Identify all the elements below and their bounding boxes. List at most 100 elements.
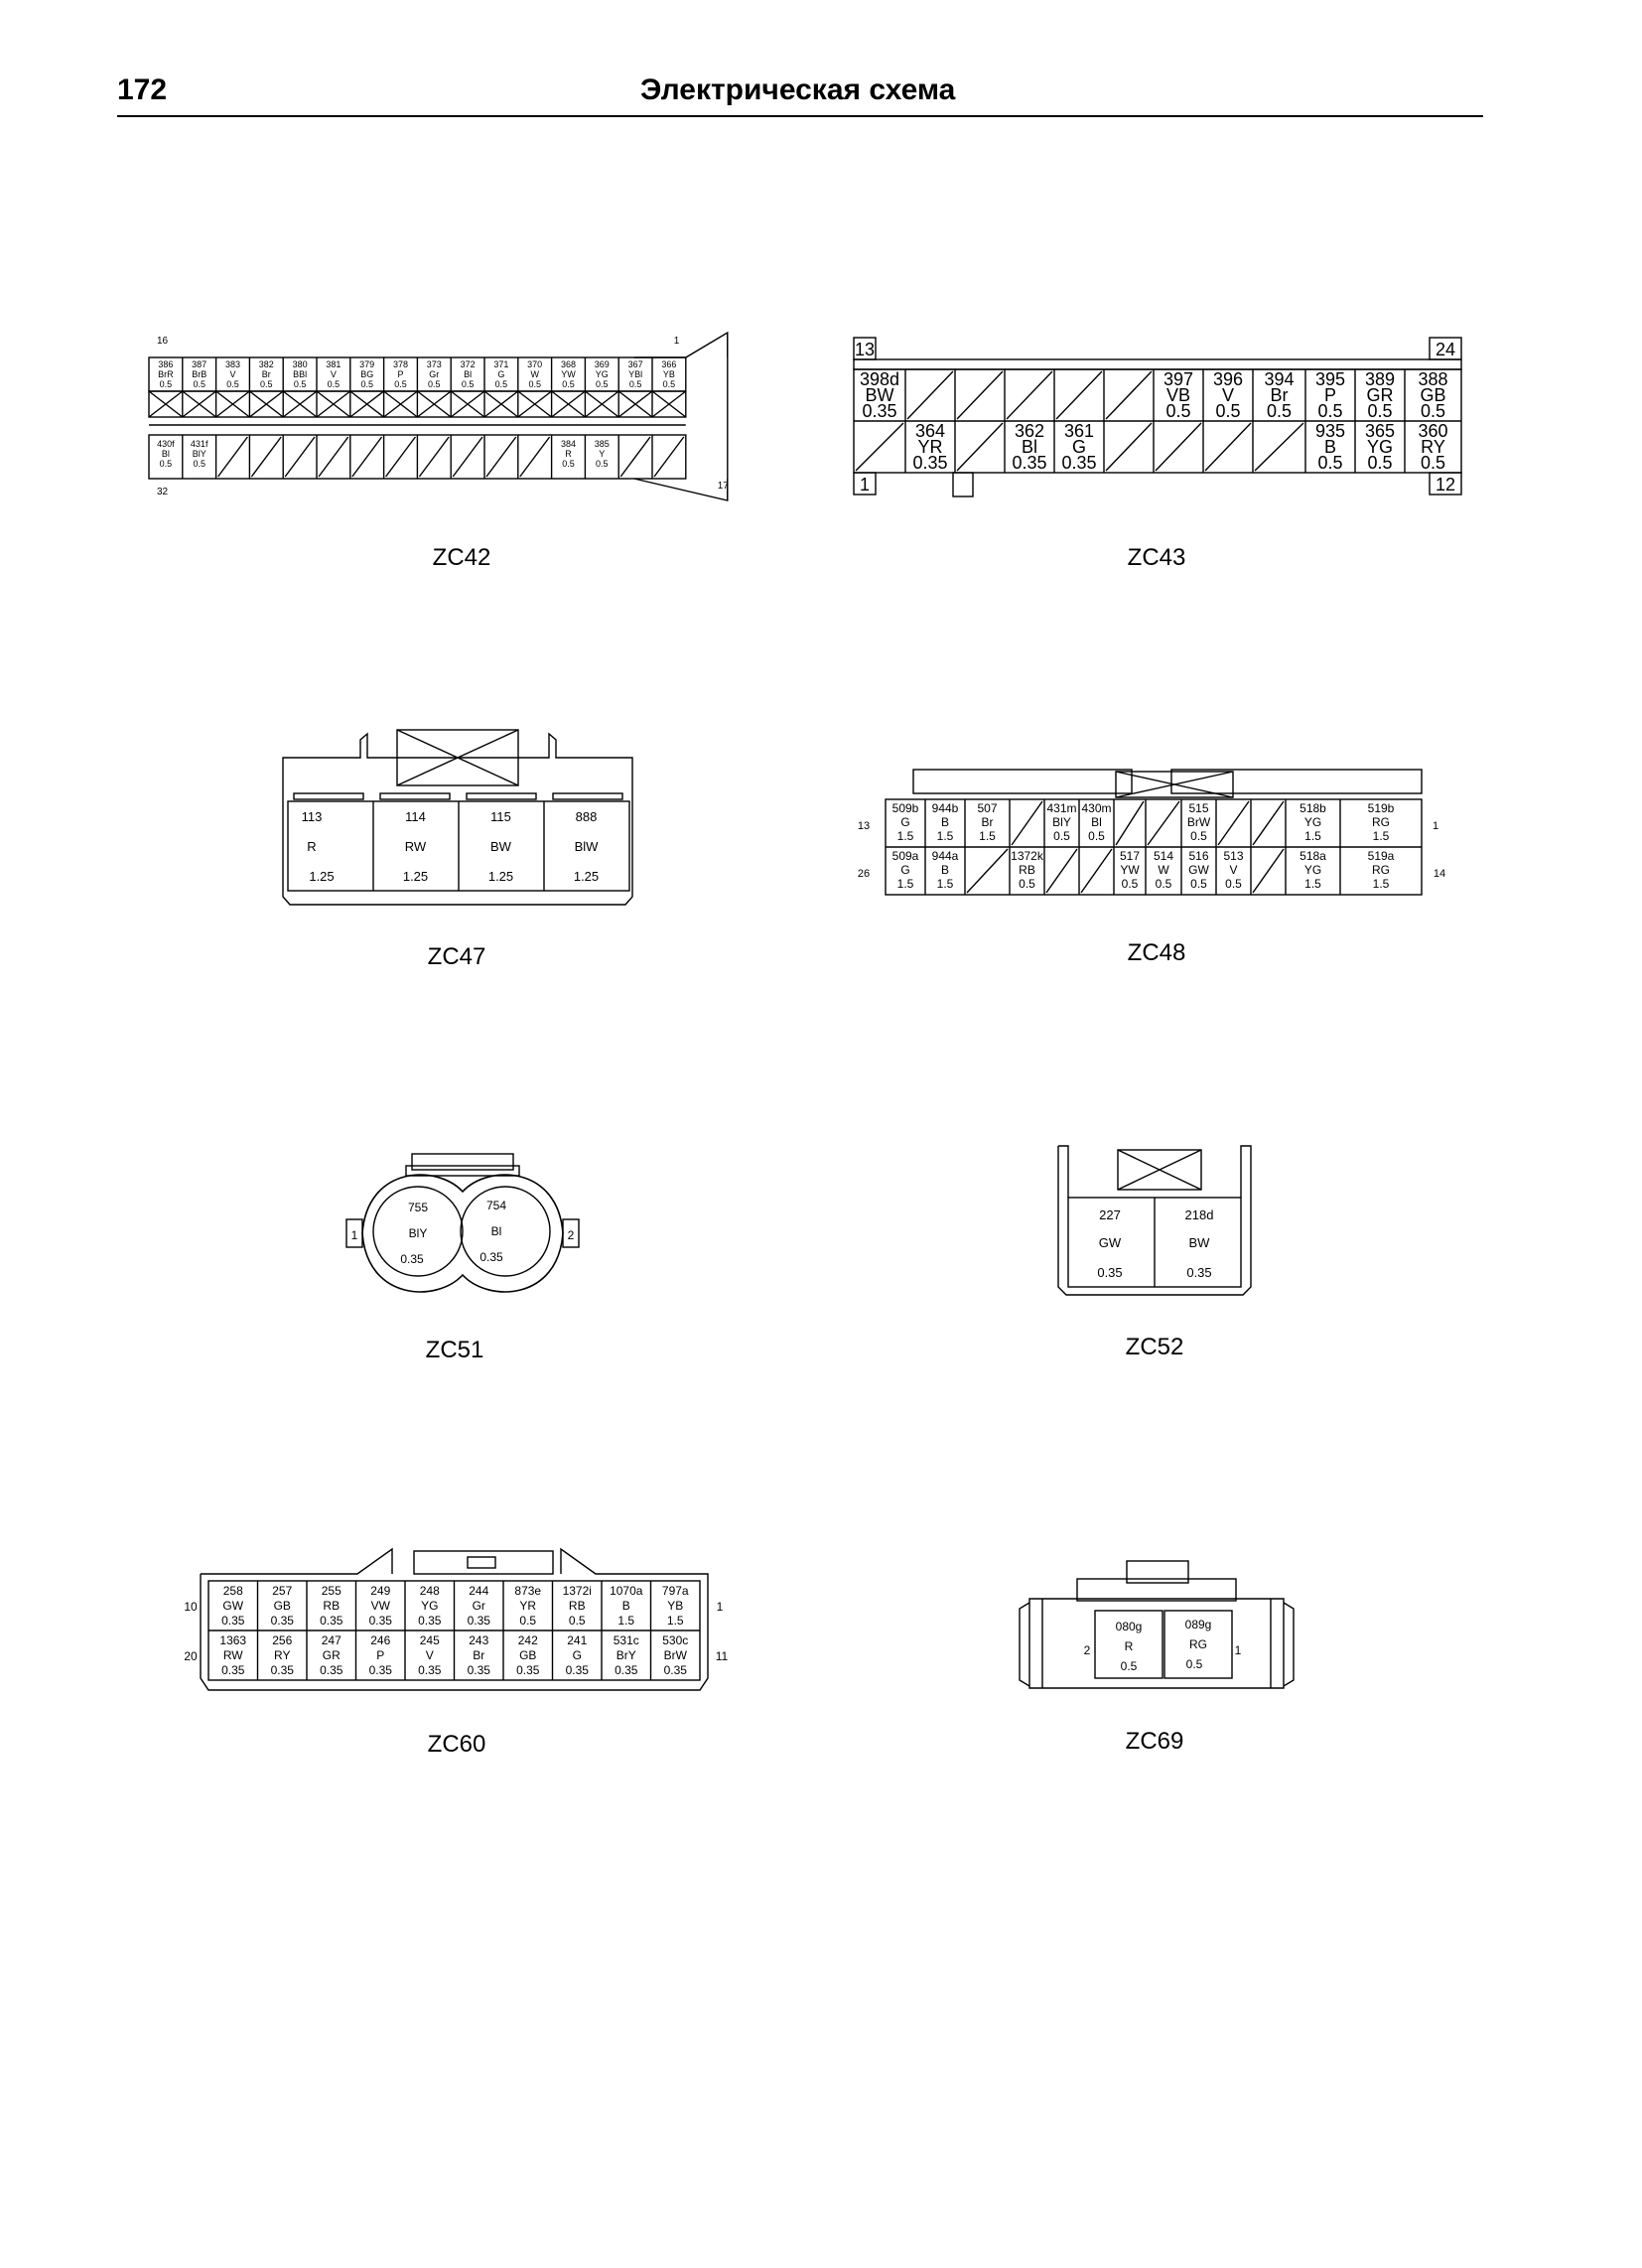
page-title: Электрическая схема [640, 73, 956, 106]
wire-number: 360 [1418, 421, 1447, 441]
wire-number: 382 [259, 359, 274, 369]
wire-color: Bl [162, 449, 170, 459]
empty-cavity-mark [1155, 422, 1202, 472]
wire-number: 755 [408, 1201, 428, 1214]
wire-color: P [397, 369, 403, 379]
housing-outline [200, 1547, 709, 1691]
wire-color: G [573, 1648, 582, 1662]
latch-base [1076, 1578, 1237, 1602]
wire-number: 115 [490, 809, 511, 824]
wire-gauge: 0.5 [1053, 829, 1070, 843]
wire-color: GB [274, 1599, 291, 1613]
wire-color: B [941, 815, 949, 829]
wire-color: Bl [1091, 815, 1102, 829]
wire-number: 378 [393, 359, 408, 369]
wire-gauge: 1.5 [1373, 829, 1390, 843]
wire-gauge: 1.5 [1304, 877, 1321, 891]
empty-cavity-mark [1254, 422, 1304, 472]
housing-outline [1057, 1145, 1252, 1296]
pin-number-label: 13 [858, 820, 870, 832]
latch-housing [413, 1550, 554, 1575]
wire-gauge: 0.5 [160, 459, 173, 469]
wire-number: 1070a [610, 1584, 643, 1598]
keying-cross-line [282, 390, 318, 418]
wire-gauge: 0.5 [596, 459, 609, 469]
empty-cavity-mark [284, 436, 316, 478]
wire-number: 248 [420, 1584, 440, 1598]
wire-color: YW [561, 369, 576, 379]
wire-gauge: 0.35 [1186, 1265, 1211, 1280]
wire-color: RY [1421, 437, 1445, 457]
wire-color: W [1158, 863, 1169, 877]
wire-color: Br [982, 815, 994, 829]
wire-number: 365 [1365, 421, 1395, 441]
wire-gauge: 0.5 [1121, 1659, 1138, 1673]
wire-gauge: 0.5 [528, 379, 541, 389]
wire-gauge: 0.5 [1267, 401, 1292, 421]
wire-gauge: 0.5 [1019, 877, 1035, 891]
wire-number: 367 [628, 359, 643, 369]
top-band [853, 358, 1462, 370]
wire-gauge: 0.35 [1061, 453, 1096, 473]
pin-number-label: 24 [1436, 340, 1455, 359]
wire-gauge: 1.5 [617, 1614, 634, 1628]
wire-color: R [1125, 1639, 1134, 1653]
wire-color: BBl [293, 369, 307, 379]
wire-color: Y [599, 449, 605, 459]
wire-color: YB [663, 369, 675, 379]
locking-tab [952, 472, 974, 497]
connector-zc42-caption: ZC42 [432, 544, 491, 571]
wire-color: Br [473, 1648, 484, 1662]
wire-number: 517 [1120, 849, 1140, 863]
wire-gauge: 0.5 [1317, 453, 1342, 473]
wire-gauge: 0.5 [1421, 453, 1445, 473]
connector-zc43-caption: ZC43 [1127, 544, 1186, 571]
connector-zc51-caption: ZC51 [425, 1337, 484, 1363]
wire-gauge: 0.35 [418, 1663, 442, 1677]
wire-number: 395 [1315, 369, 1345, 389]
empty-cavity-mark [318, 436, 349, 478]
wire-color: G [900, 815, 909, 829]
wire-color: BW [490, 839, 512, 854]
wire-color: G [497, 369, 504, 379]
empty-cavity-mark [1055, 370, 1103, 420]
wire-gauge: 0.5 [1165, 401, 1190, 421]
wire-color: P [1324, 385, 1336, 405]
wire-number: 246 [370, 1633, 390, 1647]
wire-gauge: 1.5 [1373, 877, 1390, 891]
housing-outline [361, 1174, 564, 1293]
pin-number-label: 12 [1436, 475, 1455, 495]
pin-number-label: 32 [157, 487, 169, 497]
wire-gauge: 0.5 [1122, 877, 1139, 891]
wire-number: 397 [1163, 369, 1193, 389]
wire-gauge: 0.5 [193, 459, 205, 469]
terminal-slot [552, 792, 623, 800]
pin-number-label: 1 [860, 475, 870, 495]
housing-outline [1028, 1598, 1285, 1689]
wire-gauge: 0.5 [1225, 877, 1242, 891]
wire-gauge: 0.5 [562, 459, 575, 469]
housing-outline [282, 732, 633, 906]
keying-cross-line [651, 390, 687, 418]
wire-color: R [565, 449, 572, 459]
wire-color: RB [569, 1599, 586, 1613]
empty-cavity-mark [906, 370, 954, 420]
wire-number: 398d [860, 369, 899, 389]
wire-number: 379 [359, 359, 374, 369]
pin-number-label: 2 [568, 1228, 575, 1242]
connector-zc48-caption: ZC48 [1127, 939, 1186, 966]
wire-color: VB [1166, 385, 1190, 405]
wire-number: 372 [461, 359, 476, 369]
wire-color: Br [1271, 385, 1289, 405]
latch-block [1115, 771, 1234, 798]
wire-number: 373 [427, 359, 442, 369]
wire-gauge: 1.5 [937, 829, 954, 843]
latch-tab [1126, 1560, 1189, 1584]
wire-color: V [229, 369, 235, 379]
wire-gauge: 1.25 [488, 869, 513, 884]
wire-gauge: 1.5 [897, 877, 914, 891]
wire-gauge: 0.35 [400, 1252, 424, 1266]
wire-number: 243 [469, 1633, 488, 1647]
side-tab-right [562, 1218, 580, 1248]
